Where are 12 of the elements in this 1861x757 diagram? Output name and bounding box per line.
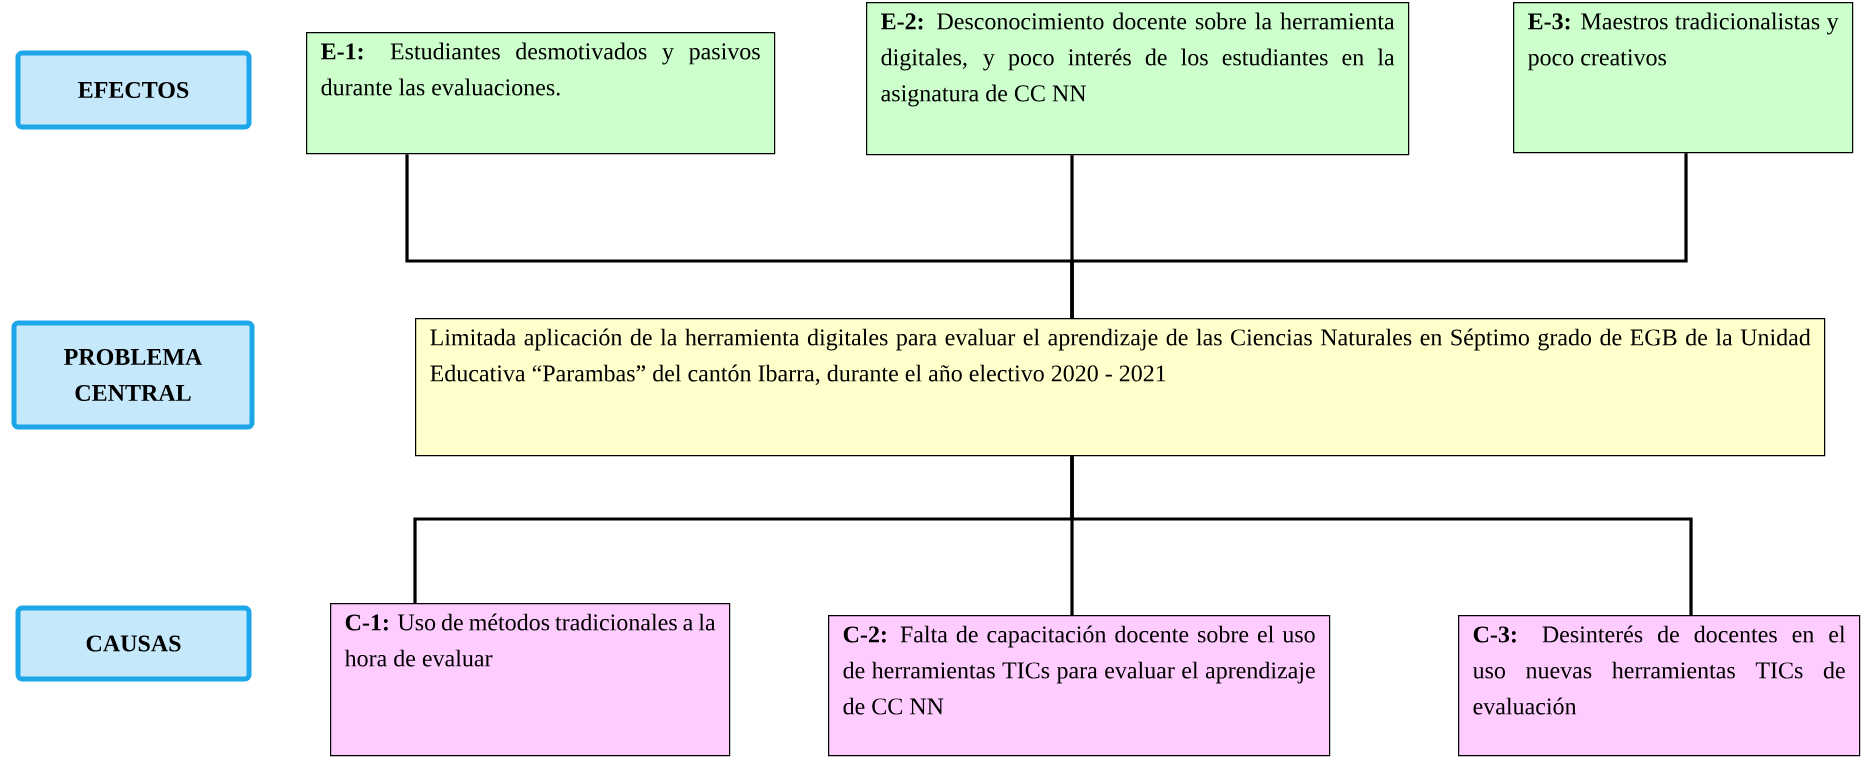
cause-box: C-2: Falta de capacitación docente sobre el uso de herramientas TICs para evaluar el aprendizaje de CC NN [828,615,1331,757]
effect-box: E-1: Estudiantes desmotivados y pasivos durante las evaluaciones. [306,32,776,155]
cause-box: C-1: Uso de métodos tradicionales a la hora de evaluar [330,603,731,757]
section-label: CAUSAS [15,605,252,682]
cause-box: C-3: Desinterés de docentes en el uso nuevas herramientas TICs de evaluación [1458,615,1861,757]
effect-box: E-2: Desconocimiento docente sobre la herramienta digitales, y poco interés de los estudiantes en la asignatura de CC NN [866,2,1410,156]
section-label: PROBLEMA CENTRAL [11,320,255,430]
connector-line [1070,153,1688,318]
section-label: EFECTOS [15,50,252,130]
problem-box: Limitada aplicación de la herramienta digitales para evaluar el aprendizaje de las Ciencias Naturales en Séptimo grado de EGB de la Unidad Educativa “Parambas” del cantón Ibarra, durante el año electivo 2020 - 2021 [415,318,1826,457]
connector-line [1070,456,1693,615]
effect-box: E-3: Maestros tradicionalistas y poco creativos [1513,2,1854,154]
